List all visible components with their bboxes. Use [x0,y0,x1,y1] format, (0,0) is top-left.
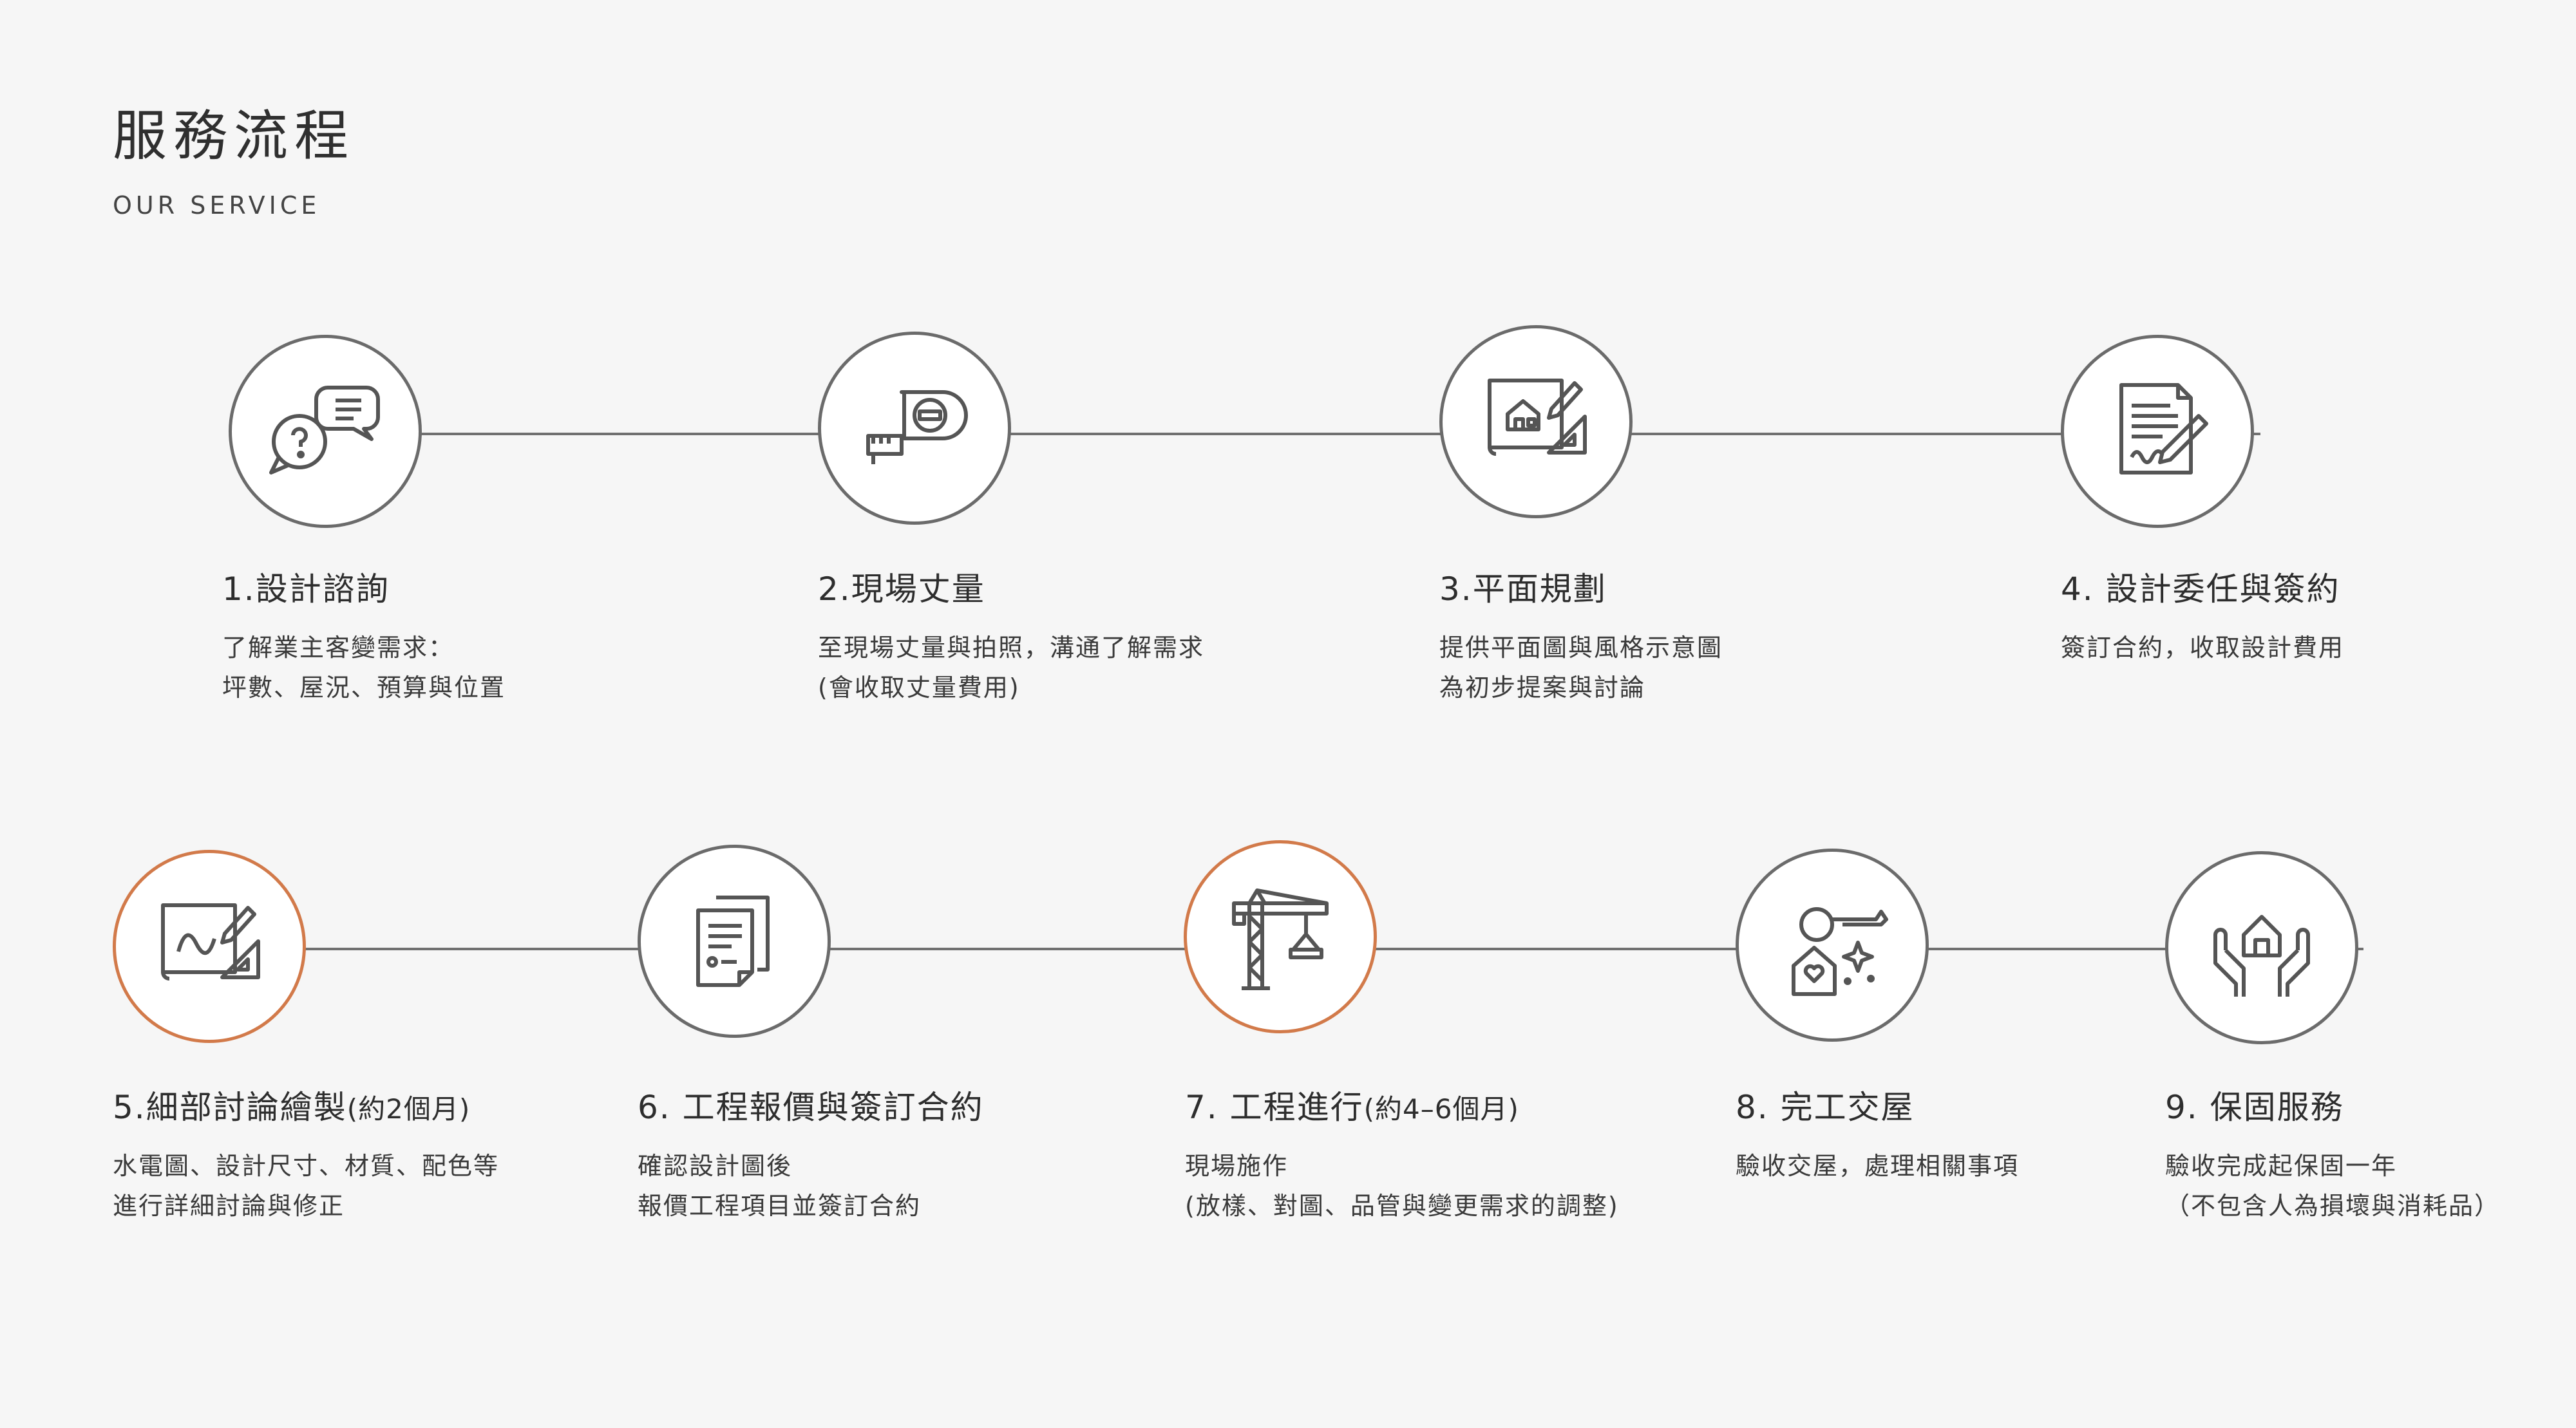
step-3-label: 3.平面規劃 提供平面圖與風格示意圖為初步提案與討論 [1439,563,1723,708]
page-subtitle: OUR SERVICE [113,191,321,220]
step-title: 3.平面規劃 [1439,570,1607,608]
step-title: 5.細部討論繪製(約2個月) [113,1089,471,1126]
step-5-label: 5.細部討論繪製(約2個月) 水電圖、設計尺寸、材質、配色等進行詳細討論與修正 [113,1082,499,1226]
step-1-label: 1.設計諮詢 了解業主客變需求：坪數、屋況、預算與位置 [222,563,506,708]
chat-question-icon [269,386,380,474]
step-4-circle[interactable] [2061,335,2254,528]
step-9-circle[interactable] [2165,851,2358,1044]
step-title: 6. 工程報價與簽訂合約 [638,1089,984,1126]
step-3-circle[interactable] [1439,325,1633,518]
step-desc: 了解業主客變需求：坪數、屋況、預算與位置 [222,634,506,702]
step-desc: 驗收交屋，處理相關事項 [1736,1152,2020,1180]
hands-house-icon [2213,915,2310,997]
step-7-circle[interactable] [1184,840,1377,1033]
step-1-circle[interactable] [229,335,422,528]
step-2-label: 2.現場丈量 至現場丈量與拍照，溝通了解需求(會收取丈量費用) [818,563,1204,708]
step-title: 1.設計諮詢 [222,570,390,608]
step-title: 4. 設計委任與簽約 [2061,570,2340,608]
tape-measure-icon [866,390,968,464]
crane-icon [1232,888,1329,990]
page-header: 服務流程 OUR SERVICE [113,106,355,220]
step-desc: 水電圖、設計尺寸、材質、配色等進行詳細討論與修正 [113,1152,500,1220]
blueprint-house-icon [1488,379,1587,456]
step-8-circle[interactable] [1736,849,1929,1042]
step-title: 8. 完工交屋 [1736,1089,1915,1126]
house-key-icon [1792,907,1888,996]
blueprint-pencil-icon [161,903,260,981]
step-desc: 至現場丈量與拍照，溝通了解需求(會收取丈量費用) [818,634,1205,702]
step-4-label: 4. 設計委任與簽約 簽訂合約，收取設計費用 [2061,563,2344,668]
contract-sign-icon [2119,383,2208,474]
page-title: 服務流程 [113,104,355,167]
step-6-label: 6. 工程報價與簽訂合約 確認設計圖後報價工程項目並簽訂合約 [638,1082,984,1226]
step-5-circle[interactable] [113,850,306,1043]
step-6-circle[interactable] [638,845,831,1038]
step-title: 9. 保固服務 [2165,1089,2344,1126]
step-title: 2.現場丈量 [818,570,985,608]
step-desc: 現場施作(放樣、對圖、品管與變更需求的調整) [1185,1152,1619,1220]
step-duration: (約2個月) [346,1093,471,1125]
step-duration: (約4–6個月) [1363,1093,1519,1125]
step-8-label: 8. 完工交屋 驗收交屋，處理相關事項 [1736,1082,2019,1186]
step-desc: 確認設計圖後報價工程項目並簽訂合約 [638,1152,922,1220]
step-title: 7. 工程進行(約4–6個月) [1185,1089,1519,1126]
step-2-circle[interactable] [818,332,1011,525]
connector-row1 [328,433,2260,435]
step-desc: 驗收完成起保固一年（不包含人為損壞與消耗品） [2165,1152,2501,1220]
documents-icon [696,896,770,987]
step-9-label: 9. 保固服務 驗收完成起保固一年（不包含人為損壞與消耗品） [2165,1082,2500,1226]
step-7-label: 7. 工程進行(約4–6個月) 現場施作(放樣、對圖、品管與變更需求的調整) [1185,1082,1619,1226]
step-desc: 簽訂合約，收取設計費用 [2061,634,2345,662]
step-desc: 提供平面圖與風格示意圖為初步提案與討論 [1439,634,1723,702]
